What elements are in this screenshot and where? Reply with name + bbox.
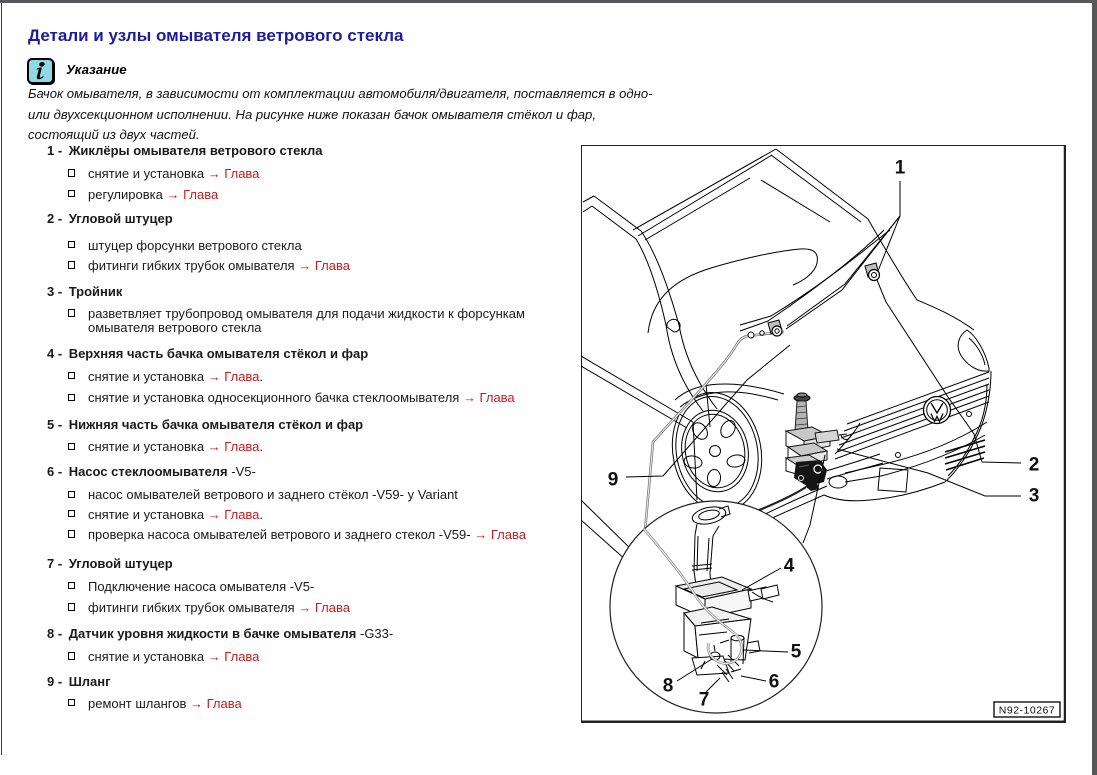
svg-text:4: 4 (784, 556, 795, 577)
svg-text:6: 6 (769, 672, 780, 693)
svg-text:1: 1 (895, 158, 906, 179)
svg-text:5: 5 (791, 642, 802, 663)
svg-text:3: 3 (1029, 486, 1040, 507)
svg-text:N92-10267: N92-10267 (999, 705, 1055, 717)
svg-text:2: 2 (1029, 455, 1040, 476)
svg-text:7: 7 (699, 690, 710, 711)
svg-text:8: 8 (663, 676, 674, 697)
svg-text:9: 9 (608, 470, 619, 491)
